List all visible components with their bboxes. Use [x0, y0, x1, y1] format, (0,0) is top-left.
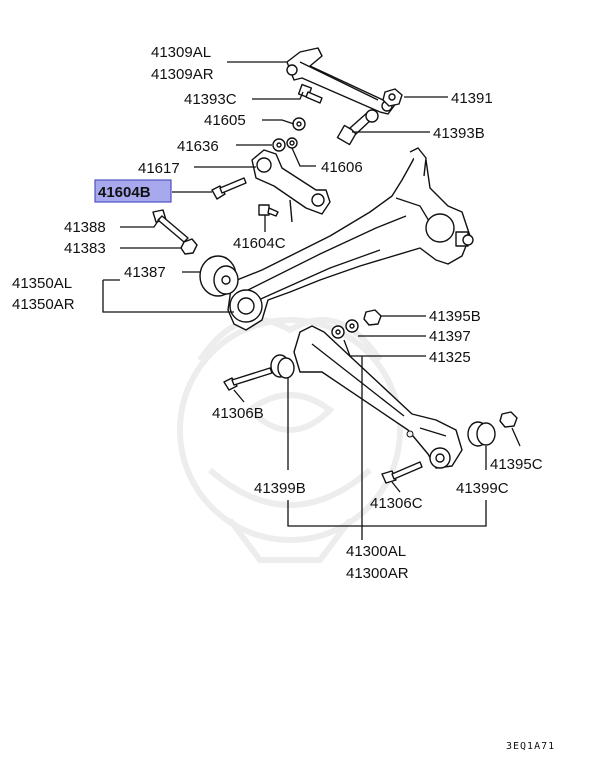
- label-41617[interactable]: 41617: [138, 160, 180, 177]
- label-41300AL[interactable]: 41300AL: [346, 543, 406, 560]
- label-41395C[interactable]: 41395C: [490, 456, 543, 473]
- bushing-41399B[interactable]: [270, 354, 295, 379]
- washer-41397[interactable]: [345, 319, 359, 333]
- label-41387[interactable]: 41387: [124, 264, 166, 281]
- label-41636[interactable]: 41636: [177, 138, 219, 155]
- label-41391[interactable]: 41391: [451, 90, 493, 107]
- label-41388[interactable]: 41388: [64, 219, 106, 236]
- bolt-41604C[interactable]: [258, 199, 293, 223]
- label-41397[interactable]: 41397: [429, 328, 471, 345]
- label-41606[interactable]: 41606: [321, 159, 363, 176]
- bolt-41393C[interactable]: [297, 83, 323, 104]
- lower-arm-41300[interactable]: [293, 325, 463, 469]
- label-41306B[interactable]: 41306B: [212, 405, 264, 422]
- label-41393C[interactable]: 41393C: [184, 91, 237, 108]
- nut-41395B[interactable]: [363, 309, 382, 326]
- bushing-41393B[interactable]: [336, 109, 379, 146]
- label-41309AR[interactable]: 41309AR: [151, 66, 214, 83]
- toe-link-41617[interactable]: [251, 149, 331, 215]
- bolt-41306C[interactable]: [381, 461, 423, 484]
- leader-lines: [102, 61, 521, 540]
- bolt-41306B[interactable]: [223, 367, 273, 391]
- washer-41605[interactable]: [292, 117, 306, 131]
- label-41399B[interactable]: 41399B: [254, 480, 306, 497]
- washer-41606[interactable]: [286, 137, 298, 149]
- label-41395B[interactable]: 41395B: [429, 308, 481, 325]
- label-41309AL[interactable]: 41309AL: [151, 44, 211, 61]
- label-41383[interactable]: 41383: [64, 240, 106, 257]
- label-41605[interactable]: 41605: [204, 112, 246, 129]
- label-41306C[interactable]: 41306C: [370, 495, 423, 512]
- diagram-code: 3EQ1A71: [506, 741, 555, 752]
- label-41350AR[interactable]: 41350AR: [12, 296, 75, 313]
- highlight-box-41604B: [94, 179, 172, 203]
- bolt-41604B[interactable]: [211, 177, 247, 200]
- label-41399C[interactable]: 41399C: [456, 480, 509, 497]
- trailing-arm-41350[interactable]: [227, 147, 474, 331]
- label-41393B[interactable]: 41393B: [433, 125, 485, 142]
- label-41300AR[interactable]: 41300AR: [346, 565, 409, 582]
- label-41604B[interactable]: 41604B: [98, 184, 151, 201]
- bushing-41399C[interactable]: [467, 421, 496, 447]
- label-41350AL[interactable]: 41350AL: [12, 275, 72, 292]
- bolt-41388[interactable]: [152, 209, 189, 243]
- upper-link-41309[interactable]: [286, 47, 398, 115]
- label-41604C[interactable]: 41604C: [233, 235, 286, 252]
- nut-41395C[interactable]: [499, 411, 518, 428]
- part-labels: 41309AL 41309AR 41391 41393C 41605 41393…: [12, 44, 543, 582]
- nut-41391[interactable]: [382, 88, 403, 107]
- bushing-41387[interactable]: [199, 255, 239, 297]
- washer-41636[interactable]: [272, 138, 286, 152]
- washer-41325[interactable]: [331, 325, 345, 339]
- label-41325[interactable]: 41325: [429, 349, 471, 366]
